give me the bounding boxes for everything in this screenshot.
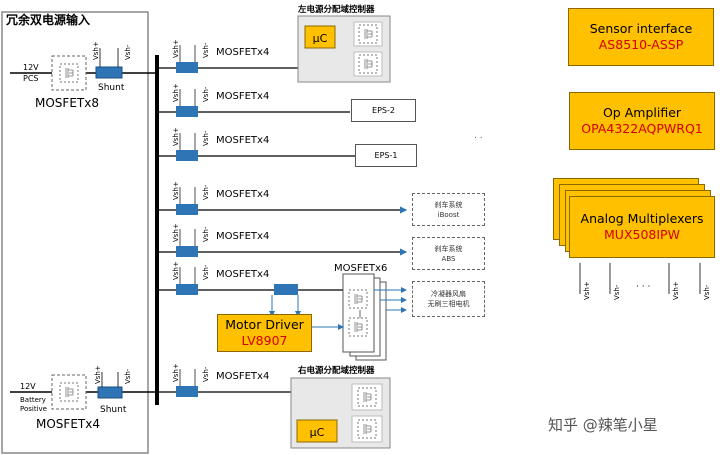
branch-6: Vsh+ Vsh- MOSFETx4 [157,261,345,317]
stray-dots: . . [474,131,483,141]
load-brake-iboost-line1: 刹车系统 [434,200,463,209]
load-brake-iboost-line2: iBoost [437,210,460,219]
load-brake-iboost: 刹车系统 iBoost [412,193,485,226]
mux-input-ellipsis: · · · [636,282,650,292]
sensor-interface: Sensor interface AS8510-ASSP [568,8,714,66]
left-controller: 左电源分配域控制器 μC [297,4,391,83]
mux-input-n-vsh-minus: Vsh- [703,284,711,300]
branch-2-vsh-plus: Vsh+ [172,83,180,102]
op-amplifier-name: Op Amplifier [602,105,682,120]
sensor-interface-part: AS8510-ASSP [598,37,684,52]
analog-multiplexers-name: Analog Multiplexers [580,211,704,226]
mux-input-n-vsh-plus: Vsh+ [672,281,680,300]
branch-2-vsh-minus: Vsh- [202,86,210,102]
three-phase-bridge: MOSFETx6 [334,263,407,361]
bottom-input-source-line1: Battery [20,396,46,404]
load-brake-abs-line1: 刹车系统 [434,244,463,253]
branch-4: Vsh+ Vsh- MOSFETx4 [157,181,408,215]
load-brake-abs: 刹车系统 ABS [412,237,485,270]
left-controller-title: 左电源分配域控制器 [297,4,375,15]
branch-4-vsh-minus: Vsh- [202,184,210,200]
bottom-vsh-minus: Vsh- [124,368,132,384]
branch-6-vsh-minus: Vsh- [202,264,210,280]
top-input-source: PCS [23,74,39,83]
mux-input-1-vsh-minus: Vsh- [613,284,621,300]
load-eps-2: EPS-2 [351,99,416,122]
branch-6-vsh-plus: Vsh+ [172,261,180,280]
branch-7: Vsh+ Vsh- MOSFETx4 [157,363,300,397]
bridge-label: MOSFETx6 [334,263,387,274]
top-vsh-plus: Vsh+ [92,41,100,60]
branch-4-vsh-plus: Vsh+ [172,181,180,200]
branch-3-vsh-plus: Vsh+ [172,127,180,146]
bottom-input-source-line2: Positive [20,405,47,413]
load-eps-1: EPS-1 [355,144,417,167]
top-vsh-minus: Vsh- [124,44,132,60]
sensor-interface-name: Sensor interface [589,21,693,36]
bottom-shunt-label: Shunt [100,405,127,415]
mux-input-1-vsh-plus: Vsh+ [583,281,591,300]
top-mosfet-label: MOSFETx8 [35,96,99,110]
load-condenser-fan-line2: 无刷三相电机 [427,300,470,308]
load-condenser-fan-line1: 冷凝器风扇 [431,290,466,298]
branch-6-mosfet-label: MOSFETx4 [216,269,269,280]
bottom-vsh-plus: Vsh+ [94,365,102,384]
top-input-voltage: 12V [23,63,39,72]
branch-2: Vsh+ Vsh- MOSFETx4 [157,83,350,117]
branch-7-vsh-minus: Vsh- [202,366,210,382]
load-eps-2-label: EPS-2 [372,106,395,115]
branch-3: Vsh+ Vsh- MOSFETx4 [157,127,355,161]
input-section-title: 冗余双电源输入 [6,12,90,27]
branch-4-mosfet-label: MOSFETx4 [216,189,269,200]
input-section-border [1,11,149,454]
watermark: 知乎 @辣笔小星 [548,416,658,434]
load-brake-abs-line2: ABS [441,254,456,263]
branch-5: Vsh+ Vsh- MOSFETx4 [157,223,408,257]
branch-1: Vsh+ Vsh- MOSFETx4 [157,39,300,73]
branch-3-mosfet-label: MOSFETx4 [216,135,269,146]
branch-2-mosfet-label: MOSFETx4 [216,91,269,102]
bottom-input-voltage: 12V [20,382,36,391]
op-amplifier-part: OPA4322AQPWRQ1 [581,121,703,136]
fan-shunt [274,284,298,295]
mux-inputs: Vsh+ Vsh- · · · Vsh+ Vsh- [579,263,711,300]
branch-5-vsh-plus: Vsh+ [172,223,180,242]
load-condenser-fan: 冷凝器风扇 无刷三相电机 [412,281,485,317]
load-eps-1-label: EPS-1 [374,151,398,160]
branch-7-mosfet-label: MOSFETx4 [216,371,269,382]
motor-driver-name: Motor Driver [225,317,304,332]
top-shunt [95,66,123,79]
op-amplifier: Op Amplifier OPA4322AQPWRQ1 [569,92,715,150]
motor-driver: Motor Driver LV8907 [217,314,312,352]
analog-multiplexers-part: MUX508IPW [604,227,680,242]
bottom-shunt [97,386,123,399]
bottom-mosfet-label: MOSFETx4 [36,417,100,431]
branch-5-mosfet-label: MOSFETx4 [216,231,269,242]
branch-1-vsh-minus: Vsh- [202,42,210,58]
right-controller-title: 右电源分配域控制器 [297,365,375,376]
branch-3-vsh-minus: Vsh- [202,130,210,146]
top-shunt-label: Shunt [98,83,125,93]
right-controller-uc: μC [310,426,325,439]
branch-1-vsh-plus: Vsh+ [172,39,180,58]
motor-driver-part: LV8907 [241,333,288,348]
branch-5-vsh-minus: Vsh- [202,226,210,242]
left-controller-uc: μC [313,32,328,45]
analog-multiplexers: Analog Multiplexers MUX508IPW [569,196,715,258]
right-controller: 右电源分配域控制器 μC [290,365,391,449]
branch-1-mosfet-label: MOSFETx4 [216,47,269,58]
branch-7-vsh-plus: Vsh+ [172,363,180,382]
